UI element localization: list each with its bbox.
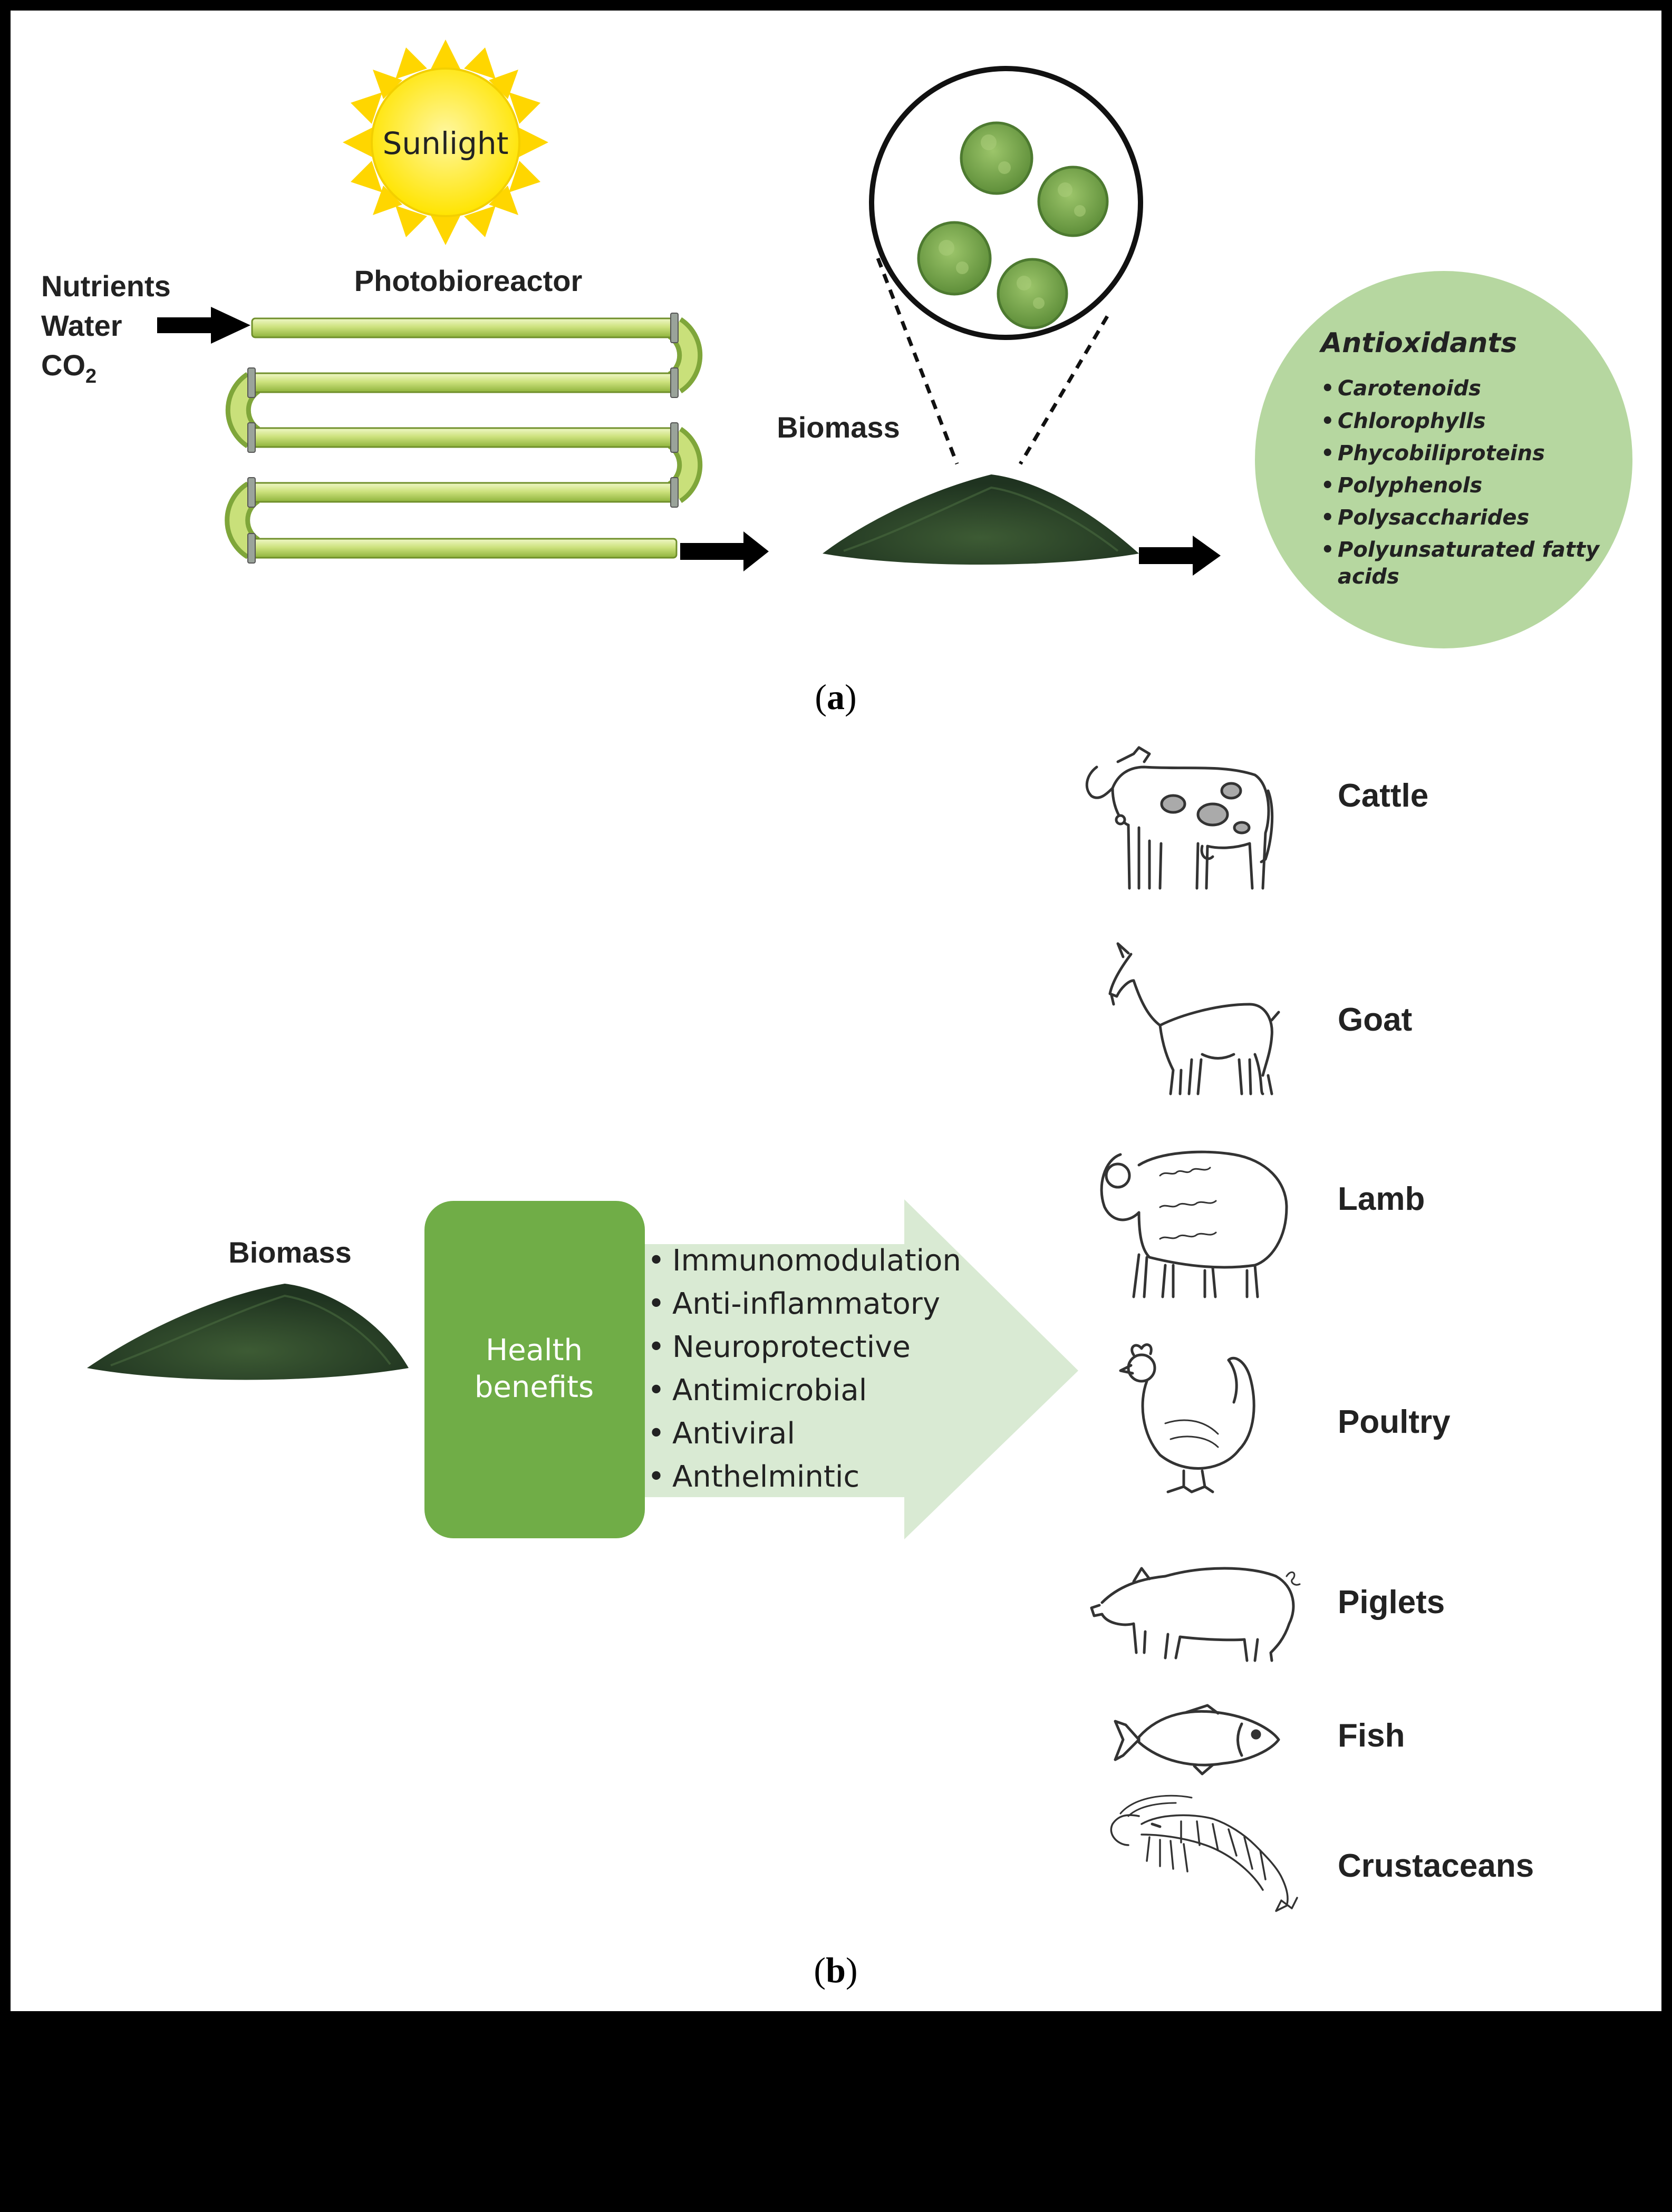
input-arrow-icon	[157, 307, 250, 344]
piglets-icon	[1090, 1567, 1301, 1662]
antioxidant-bullet: •	[1321, 506, 1335, 530]
animal-label-crustaceans: Crustaceans	[1338, 1848, 1534, 1884]
benefit-bullet: •	[647, 1287, 665, 1321]
antioxidant-bullet: •	[1321, 473, 1335, 498]
antioxidant-bullet: •	[1321, 538, 1335, 562]
animal-label-lamb: Lamb	[1338, 1181, 1425, 1217]
benefit-bullet: •	[647, 1330, 665, 1364]
benefit-bullet: •	[647, 1244, 665, 1278]
microalgae-cell-icon	[997, 258, 1068, 329]
antioxidant-bullet: •	[1321, 441, 1335, 465]
biomass-powder-icon	[87, 1284, 409, 1380]
animal-label-poultry: Poultry	[1338, 1404, 1451, 1440]
animal-label-cattle: Cattle	[1338, 778, 1428, 814]
benefit-bullet: •	[647, 1373, 665, 1408]
input-water: Water	[41, 309, 122, 342]
biomass-label-b: Biomass	[228, 1236, 351, 1269]
goat-icon	[1108, 942, 1280, 1095]
antioxidant-item: Polyphenols	[1338, 473, 1482, 498]
crustaceans-icon	[1110, 1794, 1298, 1912]
antioxidant-item: Chlorophylls	[1338, 409, 1486, 433]
input-nutrients: Nutrients	[41, 269, 171, 303]
benefit-item: Antimicrobial	[672, 1373, 867, 1408]
antioxidants-title: Antioxidants	[1319, 327, 1517, 359]
benefit-bullet: •	[647, 1417, 665, 1451]
microalgae-cell-icon	[960, 121, 1033, 195]
panel-a: Sunlight Nutrients Water CO2 Photobiorea…	[41, 40, 1632, 717]
benefits-arrow-icon	[633, 1199, 1078, 1539]
antioxidant-item: Phycobiliproteins	[1338, 441, 1545, 465]
benefit-item: Immunomodulation	[672, 1244, 961, 1278]
input-co2: CO2	[41, 348, 96, 387]
benefit-item: Anti-inflammatory	[672, 1287, 940, 1321]
antioxidant-item: Carotenoids	[1338, 376, 1481, 401]
benefit-item: Neuroprotective	[672, 1330, 911, 1364]
antioxidants-circle	[1255, 271, 1632, 648]
antioxidant-item: Polysaccharides	[1338, 506, 1529, 530]
health-benefits-line2: benefits	[475, 1370, 594, 1404]
animal-label-goat: Goat	[1338, 1002, 1412, 1038]
microalgae-cell-icon	[1037, 166, 1109, 237]
biomass-powder-icon	[823, 474, 1139, 565]
health-benefits-box	[424, 1201, 645, 1538]
lamb-icon	[1100, 1150, 1288, 1298]
antioxidant-bullet: •	[1321, 376, 1335, 401]
benefit-item: Antiviral	[672, 1417, 795, 1451]
benefits-list: • Immunomodulation • Anti-inflammatory •…	[647, 1244, 961, 1494]
microalgae-cells-magnified	[869, 66, 1143, 465]
caption-b: (b)	[814, 1950, 857, 1990]
animal-label-piglets: Piglets	[1338, 1584, 1445, 1621]
photobioreactor-diagram	[225, 313, 703, 564]
antioxidant-item: Polyunsaturated fatty	[1338, 538, 1600, 562]
reactor-output-arrow-icon	[680, 531, 769, 571]
antioxidant-bullet: •	[1321, 409, 1335, 433]
caption-a: (a)	[815, 677, 856, 717]
health-benefits-line1: Health	[486, 1333, 583, 1367]
benefit-bullet: •	[647, 1460, 665, 1494]
sun-icon	[343, 40, 548, 245]
fish-icon	[1114, 1704, 1280, 1776]
microalgae-cell-icon	[917, 221, 992, 296]
benefit-item: Anthelmintic	[672, 1460, 859, 1494]
antioxidants-list: • Carotenoids • Chlorophylls • Phycobili…	[1321, 376, 1600, 589]
panel-b: Biomass Health benefits • Immunomodulati…	[87, 746, 1534, 1990]
poultry-icon	[1119, 1343, 1255, 1493]
animal-label-fish: Fish	[1338, 1718, 1405, 1754]
sun-label: Sunlight	[383, 125, 509, 161]
biomass-label-a: Biomass	[777, 411, 900, 444]
biomass-output-arrow-icon	[1139, 536, 1221, 576]
reactor-label: Photobioreactor	[354, 264, 582, 297]
antioxidant-item-continuation: acids	[1338, 565, 1399, 589]
cattle-icon	[1085, 746, 1274, 890]
